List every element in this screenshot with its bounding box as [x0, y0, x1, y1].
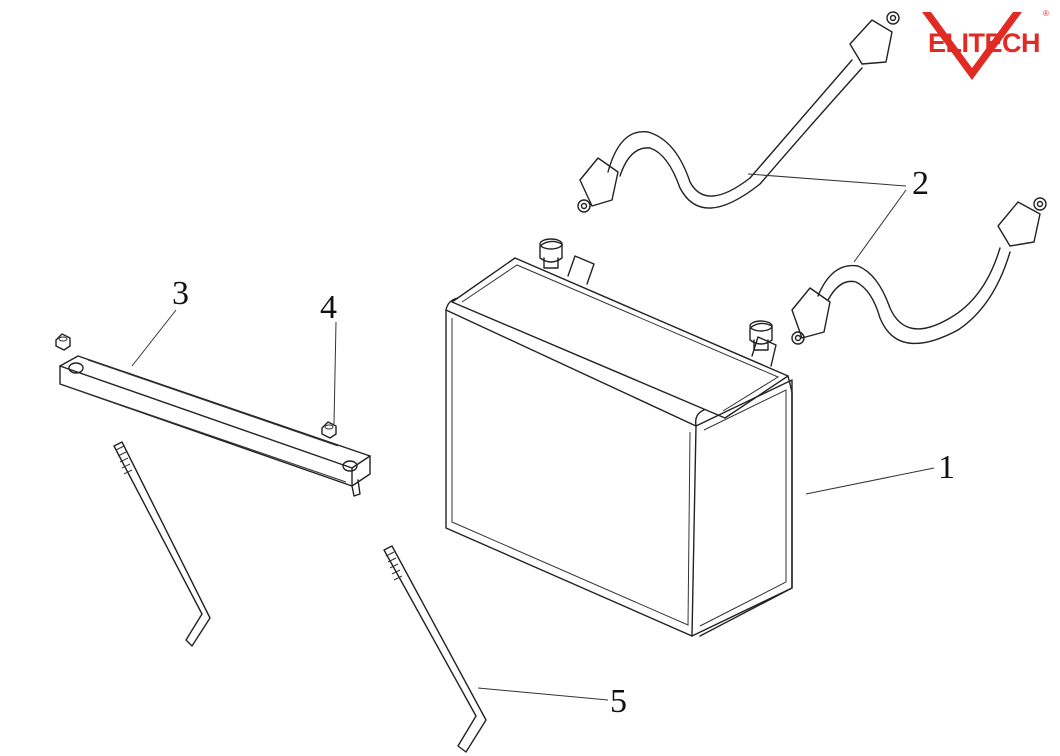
cable-lug [849, 11, 900, 65]
cable-lug [791, 287, 831, 345]
cable-lug [577, 157, 619, 213]
callout-j-bolt: 5 [610, 683, 627, 720]
leader-lines [131, 173, 935, 701]
callout-nut: 4 [320, 289, 337, 326]
cable-lug [997, 197, 1047, 247]
callout-cables: 2 [912, 165, 929, 202]
j-bolt [383, 545, 487, 753]
brand-name: ELITECH [928, 28, 1040, 58]
hold-down-bar [59, 355, 371, 497]
callout-battery: 1 [938, 449, 955, 486]
callout-hold-down-bar: 3 [172, 275, 189, 312]
battery-cables [577, 11, 1047, 345]
elitech-logo: ELITECH ® [922, 9, 1049, 80]
terminal-bolt-right [749, 320, 773, 351]
brand-trademark: ® [1043, 9, 1049, 18]
nut [321, 421, 337, 439]
terminal-bolt-left [539, 238, 563, 269]
nut [55, 333, 71, 351]
battery [445, 238, 793, 637]
j-bolt [113, 441, 211, 647]
